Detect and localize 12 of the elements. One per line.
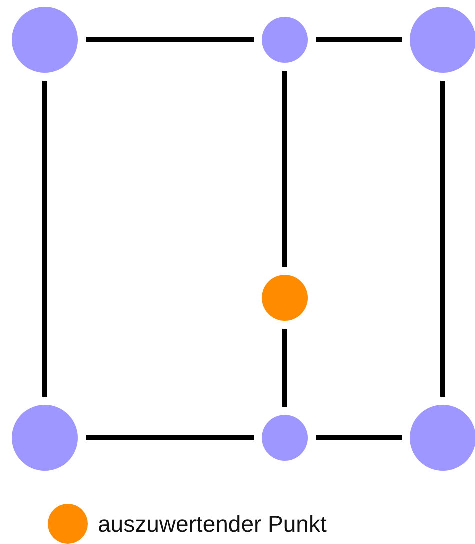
connector-line xyxy=(42,81,48,397)
connector-line xyxy=(316,436,402,440)
vertex-circle xyxy=(262,415,308,461)
connector-line xyxy=(282,71,288,267)
connector-line xyxy=(282,329,288,407)
connector-line xyxy=(86,38,254,42)
connector-line xyxy=(440,81,446,397)
legend-text: auszuwertender Punkt xyxy=(98,510,327,538)
vertex-circle xyxy=(262,17,308,63)
connector-line xyxy=(316,38,402,42)
vertex-circle xyxy=(262,275,308,321)
connector-line xyxy=(86,436,254,440)
